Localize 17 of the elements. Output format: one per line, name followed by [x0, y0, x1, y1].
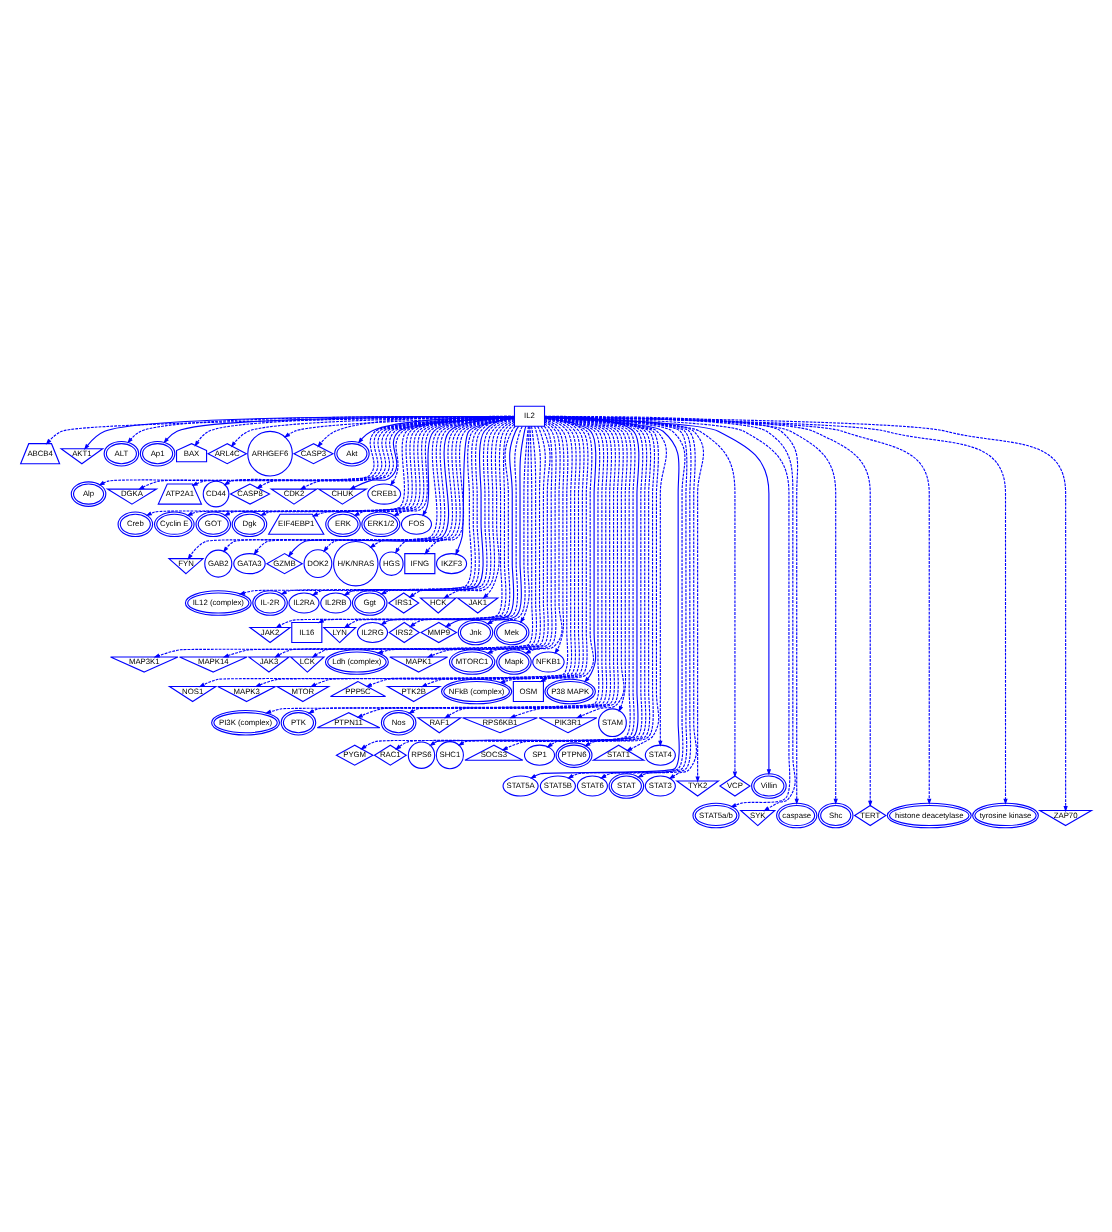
- arrow: [486, 422, 557, 653]
- arrow: [444, 424, 527, 627]
- arrow: [486, 424, 529, 624]
- arrow: [309, 416, 577, 687]
- arrow: [482, 419, 515, 599]
- arrow: [238, 417, 515, 594]
- arrow: [343, 415, 515, 595]
- arrow: [519, 424, 530, 623]
- arrow: [409, 424, 523, 627]
- arrow: [343, 424, 516, 628]
- arrow: [222, 424, 537, 657]
- arrow: [274, 424, 541, 657]
- arrow: [311, 424, 546, 657]
- arrow: [275, 420, 515, 628]
- arrow: [426, 424, 553, 657]
- arrow: [408, 417, 515, 597]
- arrow: [443, 418, 515, 598]
